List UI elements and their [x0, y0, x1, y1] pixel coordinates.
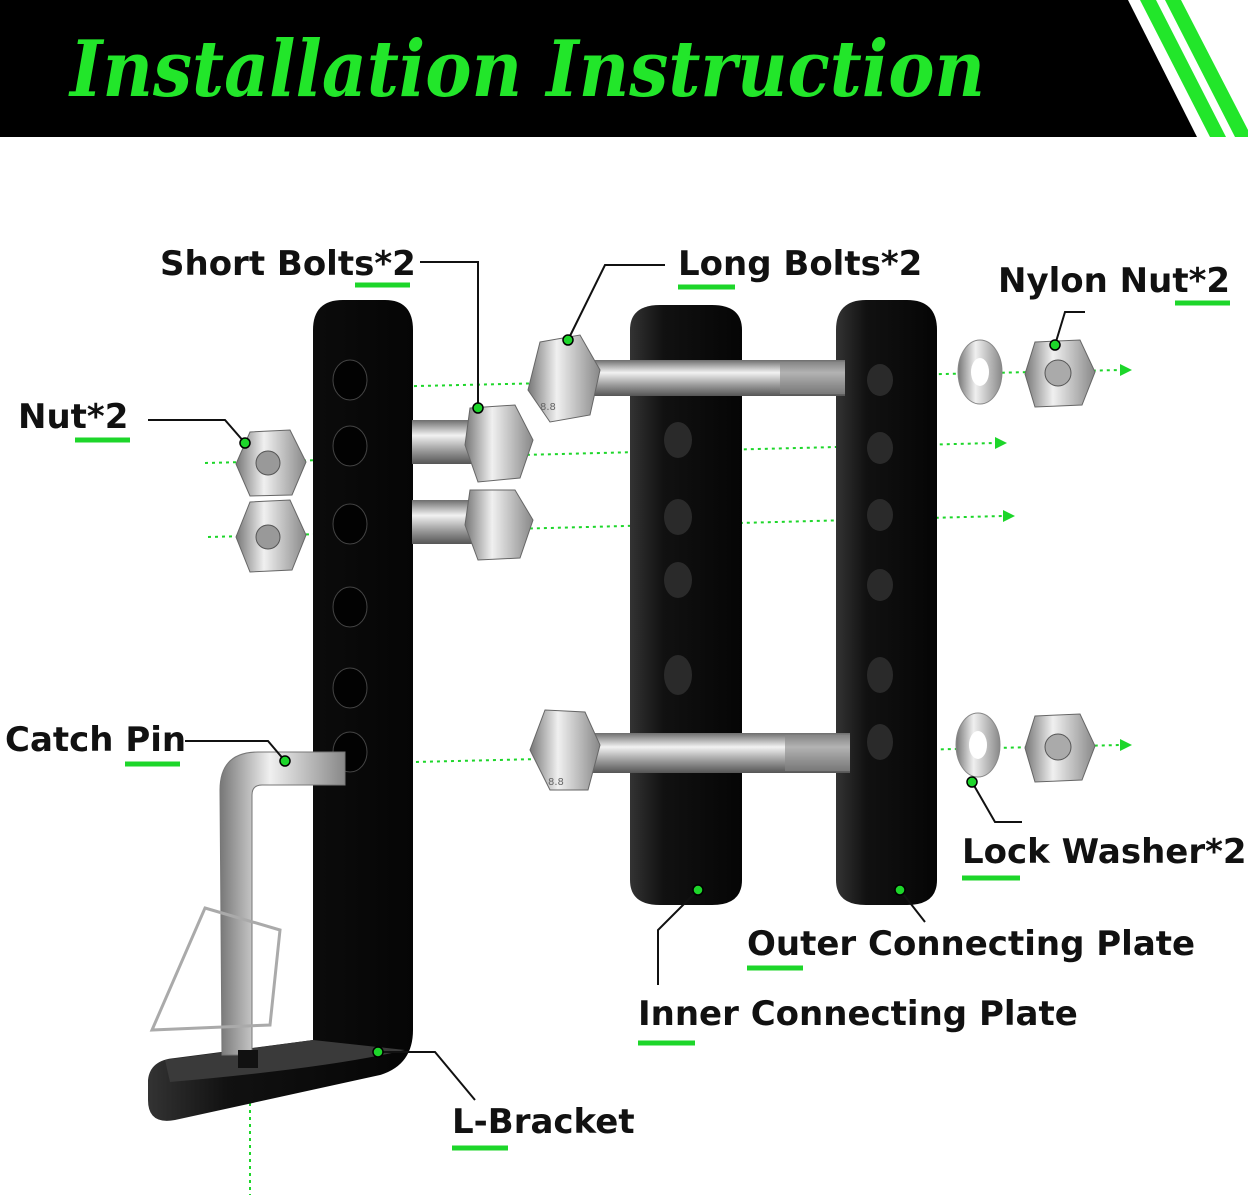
nut — [235, 499, 307, 573]
label-l-bracket: L-Bracket — [452, 1102, 635, 1142]
bolt-marking: 8.8 — [548, 777, 564, 788]
long-bolt-bottom: 8.8 — [529, 709, 850, 791]
label-inner-connecting-plate: Inner Connecting Plate — [638, 994, 1078, 1034]
long-bolt-top: 8.8 — [527, 334, 845, 423]
lock-washer — [955, 712, 1001, 778]
outer-connecting-plate — [836, 300, 937, 905]
label-catch-pin: Catch Pin — [5, 720, 186, 760]
page-title: Installation Instruction — [68, 24, 985, 115]
label-nut: Nut*2 — [18, 397, 128, 437]
label-lock-washer: Lock Washer*2 — [962, 832, 1247, 872]
leader-lines — [148, 261, 1085, 1101]
header-banner: Installation Instruction — [0, 0, 1248, 137]
nut — [235, 429, 307, 497]
bolt-marking: 8.8 — [540, 402, 556, 413]
label-long-bolts: Long Bolts*2 — [678, 244, 922, 284]
label-nylon-nut: Nylon Nut*2 — [998, 261, 1230, 301]
catch-pin — [149, 751, 346, 1068]
short-bolt-bottom — [412, 489, 534, 561]
nylon-nut — [1024, 713, 1096, 783]
label-short-bolts: Short Bolts*2 — [160, 244, 416, 284]
nylon-nut — [1024, 339, 1096, 408]
label-outer-connecting-plate: Outer Connecting Plate — [747, 924, 1195, 964]
l-bracket — [148, 300, 413, 1121]
lock-washer — [957, 339, 1003, 405]
short-bolt-top — [412, 404, 534, 483]
